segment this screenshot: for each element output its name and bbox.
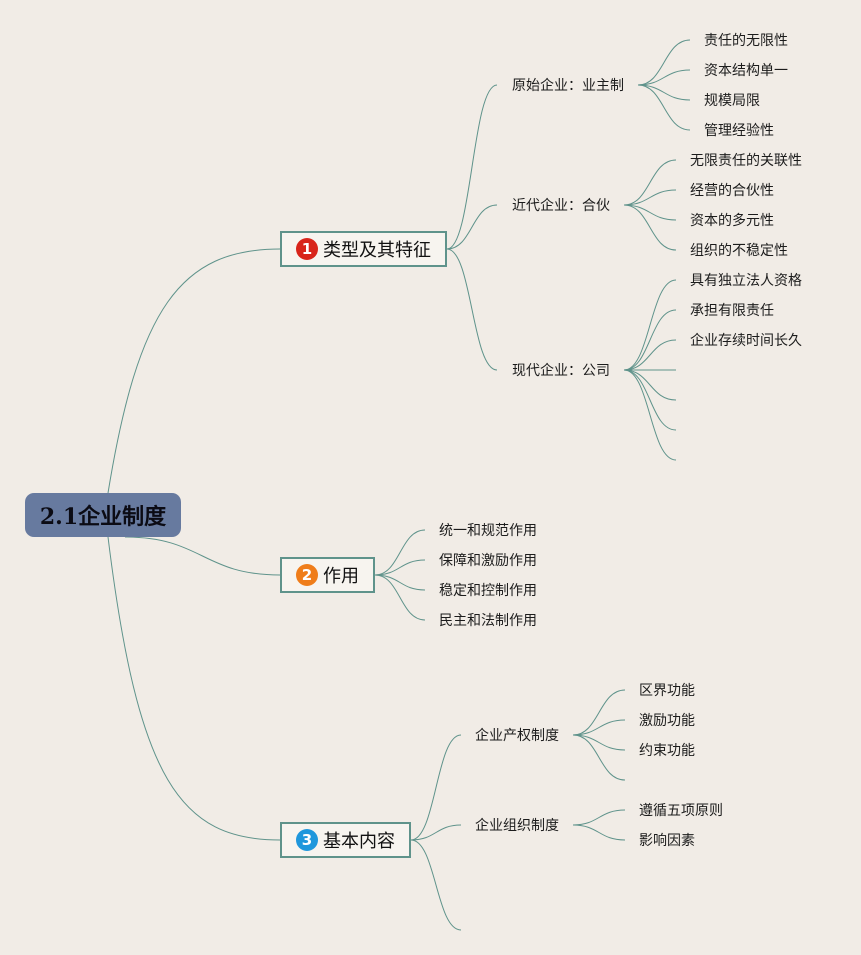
subtopic-organization[interactable]: 企业组织制度: [475, 818, 559, 834]
subtopic-property-rights[interactable]: 企业产权制度: [475, 728, 559, 744]
connector-line-0: [107, 248, 281, 494]
leaf-experiential-management[interactable]: 管理经验性: [704, 123, 774, 139]
number-badge-3-icon: 3: [296, 829, 318, 851]
connector-line-23: [374, 574, 426, 591]
connector-line-15: [623, 309, 677, 371]
connector-line-30: [572, 734, 626, 751]
leaf-partnership-operation[interactable]: 经营的合伙性: [690, 183, 774, 199]
connector-line-29: [572, 719, 626, 736]
leaf-constraint-function[interactable]: 约束功能: [639, 743, 695, 759]
connector-line-9: [637, 84, 691, 131]
leaf-single-capital[interactable]: 资本结构单一: [704, 63, 788, 79]
connector-line-5: [446, 248, 498, 371]
leaf-diversified-capital[interactable]: 资本的多元性: [690, 213, 774, 229]
connector-line-13: [623, 204, 677, 251]
leaf-legal-person[interactable]: 具有独立法人资格: [690, 273, 802, 289]
branch-basic-content-label: 基本内容: [323, 831, 395, 852]
connector-line-4: [446, 204, 498, 250]
branch-functions[interactable]: 2 作用: [280, 557, 375, 593]
connector-line-22: [374, 559, 426, 576]
leaf-limited-scale[interactable]: 规模局限: [704, 93, 760, 109]
leaf-unify-regulate[interactable]: 统一和规范作用: [439, 523, 537, 539]
number-badge-2-icon: 2: [296, 564, 318, 586]
connector-line-24: [374, 574, 426, 621]
connector-line-28: [572, 689, 626, 736]
connector-line-20: [623, 369, 677, 461]
connector-line-11: [623, 189, 677, 206]
leaf-democracy-law[interactable]: 民主和法制作用: [439, 613, 537, 629]
connector-line-32: [572, 809, 626, 826]
leaf-boundary-function[interactable]: 区界功能: [639, 683, 695, 699]
connector-line-21: [374, 529, 426, 576]
connector-line-19: [623, 369, 677, 431]
subtopic-partnership[interactable]: 近代企业：合伙: [512, 198, 610, 214]
connector-line-18: [623, 369, 677, 401]
connector-line-7: [637, 69, 691, 86]
leaf-joint-unlimited-liability[interactable]: 无限责任的关联性: [690, 153, 802, 169]
connector-line-14: [623, 279, 677, 371]
leaf-unlimited-liability[interactable]: 责任的无限性: [704, 33, 788, 49]
connector-line-27: [410, 839, 462, 931]
leaf-limited-liability[interactable]: 承担有限责任: [690, 303, 774, 319]
leaf-five-principles[interactable]: 遵循五项原则: [639, 803, 723, 819]
connector-line-26: [410, 824, 462, 841]
root-topic-label: 2.1企业制度: [39, 504, 167, 530]
connector-line-6: [637, 39, 691, 86]
connector-line-8: [637, 84, 691, 101]
leaf-incentive-function[interactable]: 激励功能: [639, 713, 695, 729]
connector-line-33: [572, 824, 626, 841]
root-topic[interactable]: 2.1企业制度: [25, 493, 181, 537]
leaf-influencing-factors[interactable]: 影响因素: [639, 833, 695, 849]
connector-line-16: [623, 339, 677, 371]
leaf-protect-motivate[interactable]: 保障和激励作用: [439, 553, 537, 569]
leaf-long-existence[interactable]: 企业存续时间长久: [690, 333, 802, 349]
leaf-stabilize-control[interactable]: 稳定和控制作用: [439, 583, 537, 599]
subtopic-sole-proprietorship[interactable]: 原始企业：业主制: [512, 78, 624, 94]
connector-line-10: [623, 159, 677, 206]
connector-line-1: [124, 536, 281, 576]
branch-types[interactable]: 1 类型及其特征: [280, 231, 447, 267]
number-badge-1-icon: 1: [296, 238, 318, 260]
branch-types-label: 类型及其特征: [323, 240, 431, 261]
branch-basic-content[interactable]: 3 基本内容: [280, 822, 411, 858]
connector-line-31: [572, 734, 626, 781]
connector-line-2: [107, 536, 281, 841]
connector-line-25: [410, 734, 462, 841]
subtopic-company[interactable]: 现代企业：公司: [512, 363, 610, 379]
leaf-unstable-organization[interactable]: 组织的不稳定性: [690, 243, 788, 259]
connector-line-3: [446, 84, 498, 250]
connector-line-12: [623, 204, 677, 221]
branch-functions-label: 作用: [323, 566, 359, 587]
